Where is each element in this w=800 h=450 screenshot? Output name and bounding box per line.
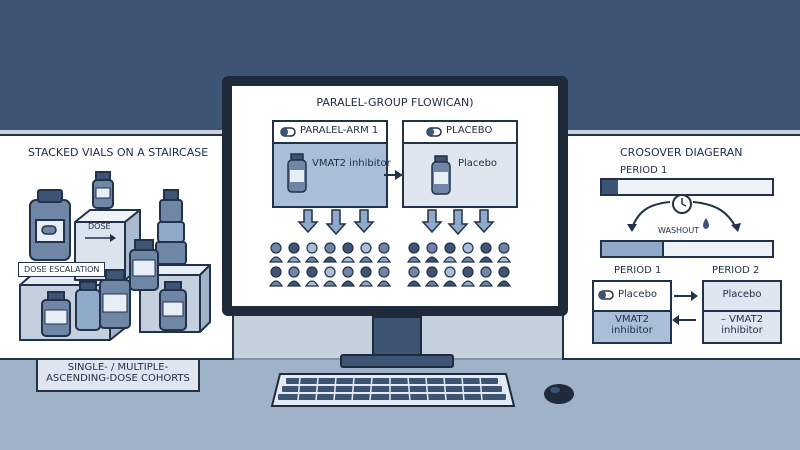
participant-groups	[268, 209, 512, 287]
cohorts-caption-line1: SINGLE- / MULTIPLE-	[67, 362, 169, 373]
period1-drug-cell: VMAT2 inhibitor	[594, 312, 670, 342]
crossover-arrows	[672, 291, 698, 325]
arm1-drug-text: VMAT2 inhibitor	[312, 158, 391, 169]
pill-icon	[280, 127, 296, 137]
vial-icon	[29, 189, 71, 261]
pill-icon	[426, 127, 442, 137]
period2-bottom-text-1: – VMAT2	[720, 314, 764, 325]
period2-bottom-text-2: inhibitor	[721, 325, 763, 336]
arm2-drug-text: Placebo	[458, 158, 498, 169]
person-icon	[268, 242, 512, 287]
flowchart-title: PARALEL-GROUP FLOWICAN)	[316, 96, 474, 109]
arm2-box: PLACEBO Placebo	[402, 120, 518, 208]
dose-escalation-label: DOSE ESCALATION	[18, 262, 106, 277]
crossover-period1-box: Placebo VMAT2 inhibitor	[592, 280, 672, 344]
monitor-base	[340, 354, 454, 368]
period1-top-label: PERIOD 1	[620, 165, 668, 176]
period2-top-text: Placebo	[722, 289, 762, 300]
arm-connector-arrow	[384, 170, 403, 180]
period1-bottom-text-1: VMAT2	[614, 314, 649, 325]
arm1-header-text: PARALEL-ARM 1	[300, 125, 379, 136]
period2-drug-cell: – VMAT2 inhibitor	[704, 312, 780, 342]
period1-placebo-cell: Placebo	[594, 282, 670, 312]
arm1-box: PARALEL-ARM 1 VMAT2 inhibitor	[272, 120, 391, 208]
washout-label: WASHOUT	[658, 226, 700, 235]
arm2-drug-cell: Placebo	[404, 144, 516, 206]
clock-icon	[672, 194, 692, 214]
vial-icon	[287, 153, 307, 193]
period2-placebo-cell: Placebo	[704, 282, 780, 312]
droplet-icon	[703, 218, 709, 229]
mouse-icon	[544, 384, 574, 404]
period1-top-text: Placebo	[618, 289, 658, 300]
dose-label: DOSE	[88, 222, 111, 231]
right-panel-title: CROSOVER DIAGERAN	[620, 146, 743, 159]
left-panel-title: STACKED VIALS ON A STAIRCASE	[28, 146, 209, 159]
crossover-period2-box: Placebo – VMAT2 inhibitor	[702, 280, 782, 344]
pill-icon	[598, 290, 614, 300]
cohorts-caption-line2: ASCENDING-DOSE COHORTS	[46, 373, 190, 384]
cohorts-caption-box: SINGLE- / MULTIPLE- ASCENDING-DOSE COHOR…	[36, 358, 200, 392]
washout-arrows	[627, 194, 741, 232]
arrow-icon	[691, 291, 698, 301]
vial-staircase-illustration	[19, 171, 211, 341]
keyboard-icon	[270, 373, 516, 407]
vial-icon	[431, 155, 451, 195]
arm2-header: PLACEBO	[404, 122, 516, 144]
period1-bottom-text-2: inhibitor	[611, 325, 653, 336]
arm2-header-text: PLACEBO	[446, 125, 493, 136]
arrow-icon	[395, 170, 403, 180]
period1-timeline-bar	[600, 178, 774, 196]
period2-label: PERIOD 2	[712, 265, 760, 276]
period2-timeline-bar	[600, 240, 774, 258]
period1-label: PERIOD 1	[614, 265, 662, 276]
arm1-header: PARALEL-ARM 1	[274, 122, 386, 144]
arm1-drug-cell: VMAT2 inhibitor	[274, 144, 391, 206]
